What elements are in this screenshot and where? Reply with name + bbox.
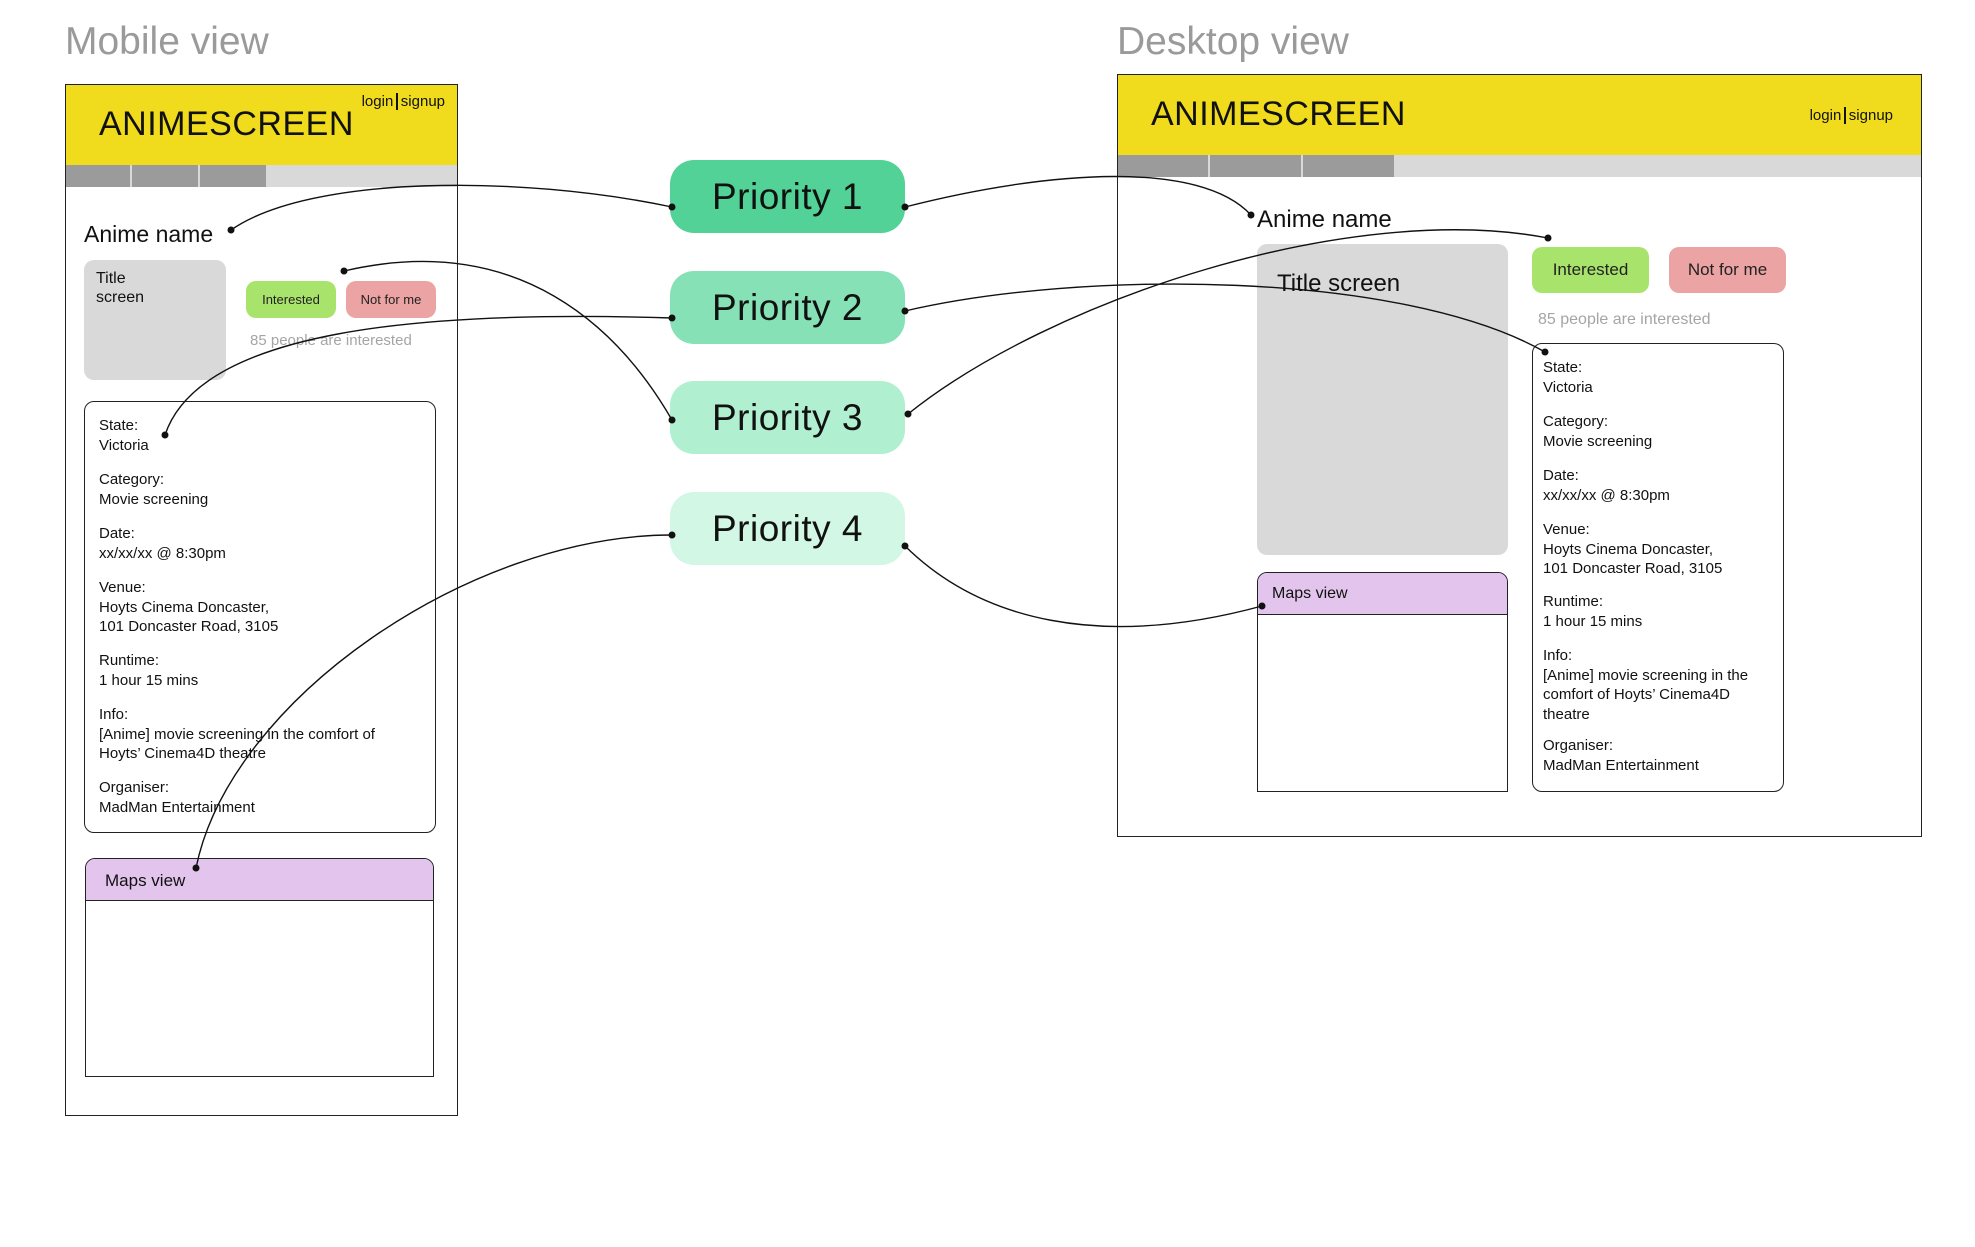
desktop-detail-state: State: Victoria <box>1543 359 1593 396</box>
mobile-tab-2[interactable] <box>132 165 198 187</box>
desktop-frame: ANIMESCREEN login signup Anime name Titl… <box>1117 74 1922 837</box>
desktop-maps-label: Maps view <box>1272 585 1348 602</box>
desktop-detail-info: Info: [Anime] movie screening in the com… <box>1543 647 1749 723</box>
desktop-auth-links: login signup <box>1810 107 1893 124</box>
mobile-not-for-me-button[interactable]: Not for me <box>346 281 436 318</box>
desktop-anime-name: Anime name <box>1257 206 1392 233</box>
desktop-detail-category: Category: Movie screening <box>1543 413 1653 450</box>
mobile-detail-runtime: Runtime: 1 hour 15 mins <box>99 652 199 689</box>
signup-link[interactable]: signup <box>1848 107 1893 124</box>
mobile-logo: ANIMESCREEN <box>99 105 354 143</box>
mobile-anime-name: Anime name <box>84 221 214 247</box>
mobile-auth-links: login signup <box>362 93 445 110</box>
mobile-view-title: Mobile view <box>65 20 269 63</box>
mobile-detail-category: Category: Movie screening <box>99 471 209 508</box>
mobile-tab-bar <box>66 165 457 187</box>
priority-4-pill: Priority 4 <box>670 492 905 565</box>
priority-3-pill: Priority 3 <box>670 381 905 454</box>
desktop-tab-2[interactable] <box>1210 155 1301 177</box>
desktop-tab-bar <box>1118 155 1921 177</box>
desktop-detail-venue: Venue: Hoyts Cinema Doncaster, 101 Donca… <box>1543 521 1723 577</box>
priority-2-pill: Priority 2 <box>670 271 905 344</box>
mobile-header: ANIMESCREEN login signup <box>66 85 457 165</box>
signup-link[interactable]: signup <box>400 93 445 110</box>
login-link[interactable]: login <box>361 93 394 110</box>
desktop-maps-header: Maps view <box>1258 573 1507 615</box>
desktop-tab-3[interactable] <box>1303 155 1394 177</box>
mobile-title-screen: Title screen <box>84 260 226 380</box>
desktop-detail-runtime: Runtime: 1 hour 15 mins <box>1543 593 1643 630</box>
mobile-tab-1[interactable] <box>66 165 130 187</box>
auth-divider <box>396 93 398 110</box>
mobile-maps-header: Maps view <box>86 859 433 901</box>
mobile-tab-3[interactable] <box>200 165 266 187</box>
auth-divider <box>1844 107 1846 124</box>
desktop-maps-view[interactable]: Maps view <box>1257 572 1508 792</box>
mobile-interest-count: 85 people are interested <box>250 332 412 349</box>
mobile-interested-button[interactable]: Interested <box>246 281 336 318</box>
desktop-detail-date: Date: xx/xx/xx @ 8:30pm <box>1543 467 1670 504</box>
desktop-interested-button[interactable]: Interested <box>1532 247 1649 293</box>
mobile-detail-venue: Venue: Hoyts Cinema Doncaster, 101 Donca… <box>99 579 279 635</box>
desktop-logo: ANIMESCREEN <box>1151 95 1406 133</box>
mobile-maps-label: Maps view <box>105 871 186 890</box>
desktop-detail-organiser: Organiser: MadMan Entertainment <box>1543 737 1699 774</box>
mobile-detail-organiser: Organiser: MadMan Entertainment <box>99 779 255 816</box>
desktop-interest-count: 85 people are interested <box>1538 311 1711 328</box>
mobile-detail-info: Info: [Anime] movie screening in the com… <box>99 706 375 762</box>
mobile-detail-date: Date: xx/xx/xx @ 8:30pm <box>99 525 226 562</box>
desktop-title-screen: Title screen <box>1257 244 1508 555</box>
connector-dot <box>904 410 912 418</box>
desktop-tab-1[interactable] <box>1118 155 1208 177</box>
login-link[interactable]: login <box>1809 107 1842 124</box>
priority-1-pill: Priority 1 <box>670 160 905 233</box>
mobile-details-card: State: Victoria Category: Movie screenin… <box>84 401 436 833</box>
mobile-frame: ANIMESCREEN login signup Anime name Titl… <box>65 84 458 1116</box>
mobile-maps-view[interactable]: Maps view <box>85 858 434 1077</box>
desktop-header: ANIMESCREEN login signup <box>1118 75 1921 155</box>
desktop-view-title: Desktop view <box>1117 20 1349 63</box>
mobile-detail-state: State: Victoria <box>99 417 149 454</box>
desktop-not-for-me-button[interactable]: Not for me <box>1669 247 1786 293</box>
desktop-details-card: State: Victoria Category: Movie screenin… <box>1532 343 1784 792</box>
